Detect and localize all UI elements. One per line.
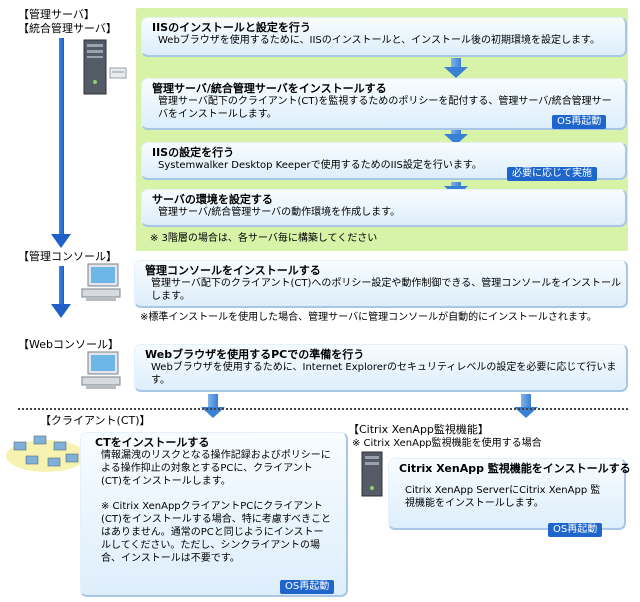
step-desc: Webブラウザを使用するために、IISのインストールと、インストール後の初期環境…	[158, 35, 600, 46]
server-icon	[83, 39, 127, 95]
step-desc: Systemwalker Desktop Keeperで使用するためのIIS設定…	[158, 160, 482, 171]
step-title: Citrix XenApp 監視機能をインストールする	[399, 462, 631, 475]
role-admin-console: 【管理コンソール】	[18, 250, 117, 263]
step-desc: 情報漏洩のリスクとなる操作記録およびポリシーによる操作抑止の対象とするPCに、ク…	[101, 450, 331, 487]
citrix-note: ※ Citrix XenApp監視機能を使用する場合	[352, 438, 542, 449]
pc-icon	[81, 351, 121, 389]
chevron-down-icon	[514, 407, 538, 418]
step-title: IISのインストールと設定を行う	[152, 21, 311, 34]
step-title: IISの設定を行う	[152, 146, 235, 159]
step-desc: 管理サーバ/統合管理サーバの動作環境を作成します。	[158, 207, 401, 218]
step-title: CTをインストールする	[95, 436, 210, 449]
client-pcs-icon	[6, 435, 86, 472]
role-admin-server: 【管理サーバ】	[18, 8, 95, 21]
arrow-stem	[451, 130, 461, 135]
os-restart-badge: OS再起動	[280, 580, 335, 594]
server-note: ※ 3階層の場合は、各サーバ毎に構築してください	[150, 233, 378, 244]
step-title: サーバの環境を設定する	[152, 193, 273, 206]
step-note: ※ Citrix XenAppクライアントPCにクライアント(CT)をインストー…	[101, 501, 331, 564]
step-iis-install: IISのインストールと設定を行う Webブラウザを使用するために、IISのインス…	[141, 17, 627, 57]
role-web-console: 【Webコンソール】	[18, 338, 119, 351]
arrow-stem	[451, 58, 461, 67]
step-title: 管理コンソールをインストールする	[145, 264, 321, 277]
role-citrix: 【Citrix XenApp監視機能】	[348, 423, 489, 436]
console-flow-arrow-icon	[51, 304, 71, 318]
as-needed-badge: 必要に応じて実施	[507, 167, 597, 181]
step-server-env: サーバの環境を設定する 管理サーバ/統合管理サーバの動作環境を作成します。	[141, 189, 627, 227]
step-console-install: 管理コンソールをインストールする 管理サーバ配下のクライアント(CT)へのポリシ…	[134, 260, 628, 308]
step-citrix-install: Citrix XenApp 監視機能をインストールする Citrix XenAp…	[388, 458, 631, 530]
console-note: ※標準インストールを使用した場合、管理サーバに管理コンソールが自動的にインストー…	[140, 312, 597, 323]
server-flow-arrow-icon	[51, 234, 71, 248]
console-flow-bar	[59, 266, 64, 306]
step-desc: Webブラウザを使用するために、Internet Explorerのセキュリティ…	[151, 362, 617, 386]
step-server-install: 管理サーバ/統合管理サーバをインストールする 管理サーバ配下のクライアント(CT…	[141, 78, 627, 130]
separator	[18, 408, 628, 410]
chevron-down-icon	[444, 67, 468, 78]
step-title: Webブラウザを使用するPCでの準備を行う	[145, 348, 365, 361]
pc-icon	[81, 263, 121, 301]
step-title: 管理サーバ/統合管理サーバをインストールする	[152, 82, 387, 95]
step-desc: 管理サーバ配下のクライアント(CT)を監視するためのポリシーを配付する、管理サー…	[158, 96, 612, 120]
chevron-down-icon	[201, 407, 225, 418]
step-desc: 管理サーバ配下のクライアント(CT)へのポリシー設定や動作制御できる、管理コンソ…	[151, 278, 621, 302]
step-desc: Citrix XenApp ServerにCitrix XenApp 監視機能を…	[405, 485, 601, 509]
step-web-prepare: Webブラウザを使用するPCでの準備を行う Webブラウザを使用するために、In…	[134, 344, 628, 392]
arrow-stem	[521, 394, 531, 407]
chevron-down-icon	[444, 134, 468, 145]
os-restart-badge: OS再起動	[552, 115, 607, 129]
arrow-stem	[208, 394, 218, 407]
os-restart-badge: OS再起動	[548, 523, 603, 537]
role-unified-server: 【統合管理サーバ】	[18, 22, 117, 35]
arrow-stem	[451, 182, 461, 186]
server-icon	[361, 451, 383, 497]
server-flow-bar	[59, 38, 64, 236]
role-client: 【クライアント(CT)】	[40, 414, 151, 427]
step-ct-install: CTをインストールする 情報漏洩のリスクとなる操作記録およびポリシーによる操作抑…	[80, 432, 348, 597]
